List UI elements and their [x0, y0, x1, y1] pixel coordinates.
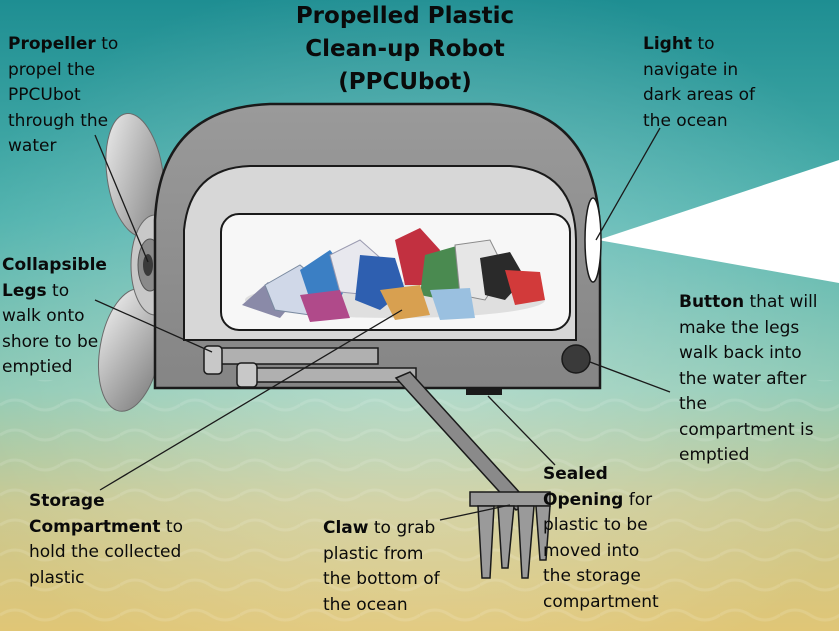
title-line-1: Propelled Plastic — [295, 3, 515, 29]
legs-line: shore to be — [2, 331, 99, 352]
opening-line: moved into — [543, 540, 640, 561]
storage-line: hold the collected — [29, 542, 182, 562]
propeller-line: water — [8, 136, 57, 156]
claw-pointer — [439, 504, 511, 521]
claw-line: the bottom of — [323, 569, 440, 589]
button-term: Button — [679, 292, 745, 312]
opening-label: Sealed Opening for plastic to be moved i… — [543, 462, 659, 615]
opening-term-1: Sealed — [543, 464, 608, 484]
sealed-opening-icon — [466, 387, 502, 395]
claw-line: plastic from — [323, 543, 424, 564]
callout-lines — [94, 127, 671, 521]
button-label: Button that will make the legs walk back… — [679, 290, 818, 469]
light-term: Light — [643, 34, 693, 54]
claw-line: the ocean — [323, 594, 408, 615]
opening-line: the storage — [543, 566, 641, 586]
storage-term-2: Compartment — [29, 516, 161, 537]
propeller-label: Propeller to propel the PPCUbot through … — [8, 32, 118, 160]
legs-term-2: Legs — [2, 280, 47, 301]
button-line: the — [679, 394, 707, 414]
storage-pointer — [99, 309, 403, 491]
button-line: make the legs — [679, 317, 800, 338]
opening-pointer — [487, 395, 556, 466]
legs-line: emptied — [2, 357, 73, 377]
legs-pointer — [94, 299, 213, 353]
light-line: dark areas of — [643, 85, 756, 105]
legs-line: walk onto — [2, 306, 85, 326]
button-line: compartment is — [679, 419, 814, 440]
light-line: navigate in — [643, 59, 739, 80]
light-pointer — [595, 127, 661, 241]
legs-term-1: Collapsible — [2, 255, 107, 275]
storage-line: plastic — [29, 567, 85, 588]
button-rest: that will — [744, 292, 818, 312]
light-rest: to — [692, 34, 715, 54]
propeller-pointer — [94, 134, 149, 263]
legs-rest: to — [46, 280, 70, 301]
storage-rest: to — [160, 516, 183, 537]
storage-label: Storage Compartment to hold the collecte… — [29, 489, 183, 591]
claw-term: Claw — [323, 518, 369, 538]
light-beam — [598, 160, 839, 283]
button-icon — [561, 344, 591, 374]
sand-ripples — [0, 380, 839, 631]
light-label: Light to navigate in dark areas of the o… — [643, 32, 755, 134]
button-pointer — [589, 361, 671, 393]
claw-rest: to grab — [368, 518, 436, 538]
storage-term-1: Storage — [29, 491, 105, 511]
title-line-3: (PPCUbot) — [338, 69, 472, 95]
opening-line: compartment — [543, 591, 659, 612]
title-line-2: Clean-up Robot — [305, 36, 505, 62]
propeller-term: Propeller — [8, 34, 96, 54]
propeller-rest: to — [95, 34, 119, 54]
collapsible-legs-icon — [203, 345, 417, 388]
light-icon — [584, 197, 602, 283]
light-line: the ocean — [643, 110, 728, 131]
button-line: emptied — [679, 445, 750, 465]
propeller-line: PPCUbot — [8, 85, 81, 105]
propeller-line: propel the — [8, 59, 96, 80]
diagram-title: Propelled Plastic Clean-up Robot (PPCUbo… — [270, 0, 540, 99]
opening-line: plastic to be — [543, 515, 648, 535]
plastic-pile-icon — [242, 228, 545, 322]
button-line: the water after — [679, 368, 807, 389]
legs-label: Collapsible Legs to walk onto shore to b… — [2, 253, 107, 381]
opening-term-2: Opening — [543, 489, 624, 510]
claw-label: Claw to grab plastic from the bottom of … — [323, 516, 440, 618]
button-line: walk back into — [679, 343, 802, 363]
propeller-line: through the — [8, 110, 109, 131]
opening-rest: for — [623, 489, 653, 510]
claw-icon — [394, 371, 551, 579]
robot-body — [153, 102, 602, 390]
